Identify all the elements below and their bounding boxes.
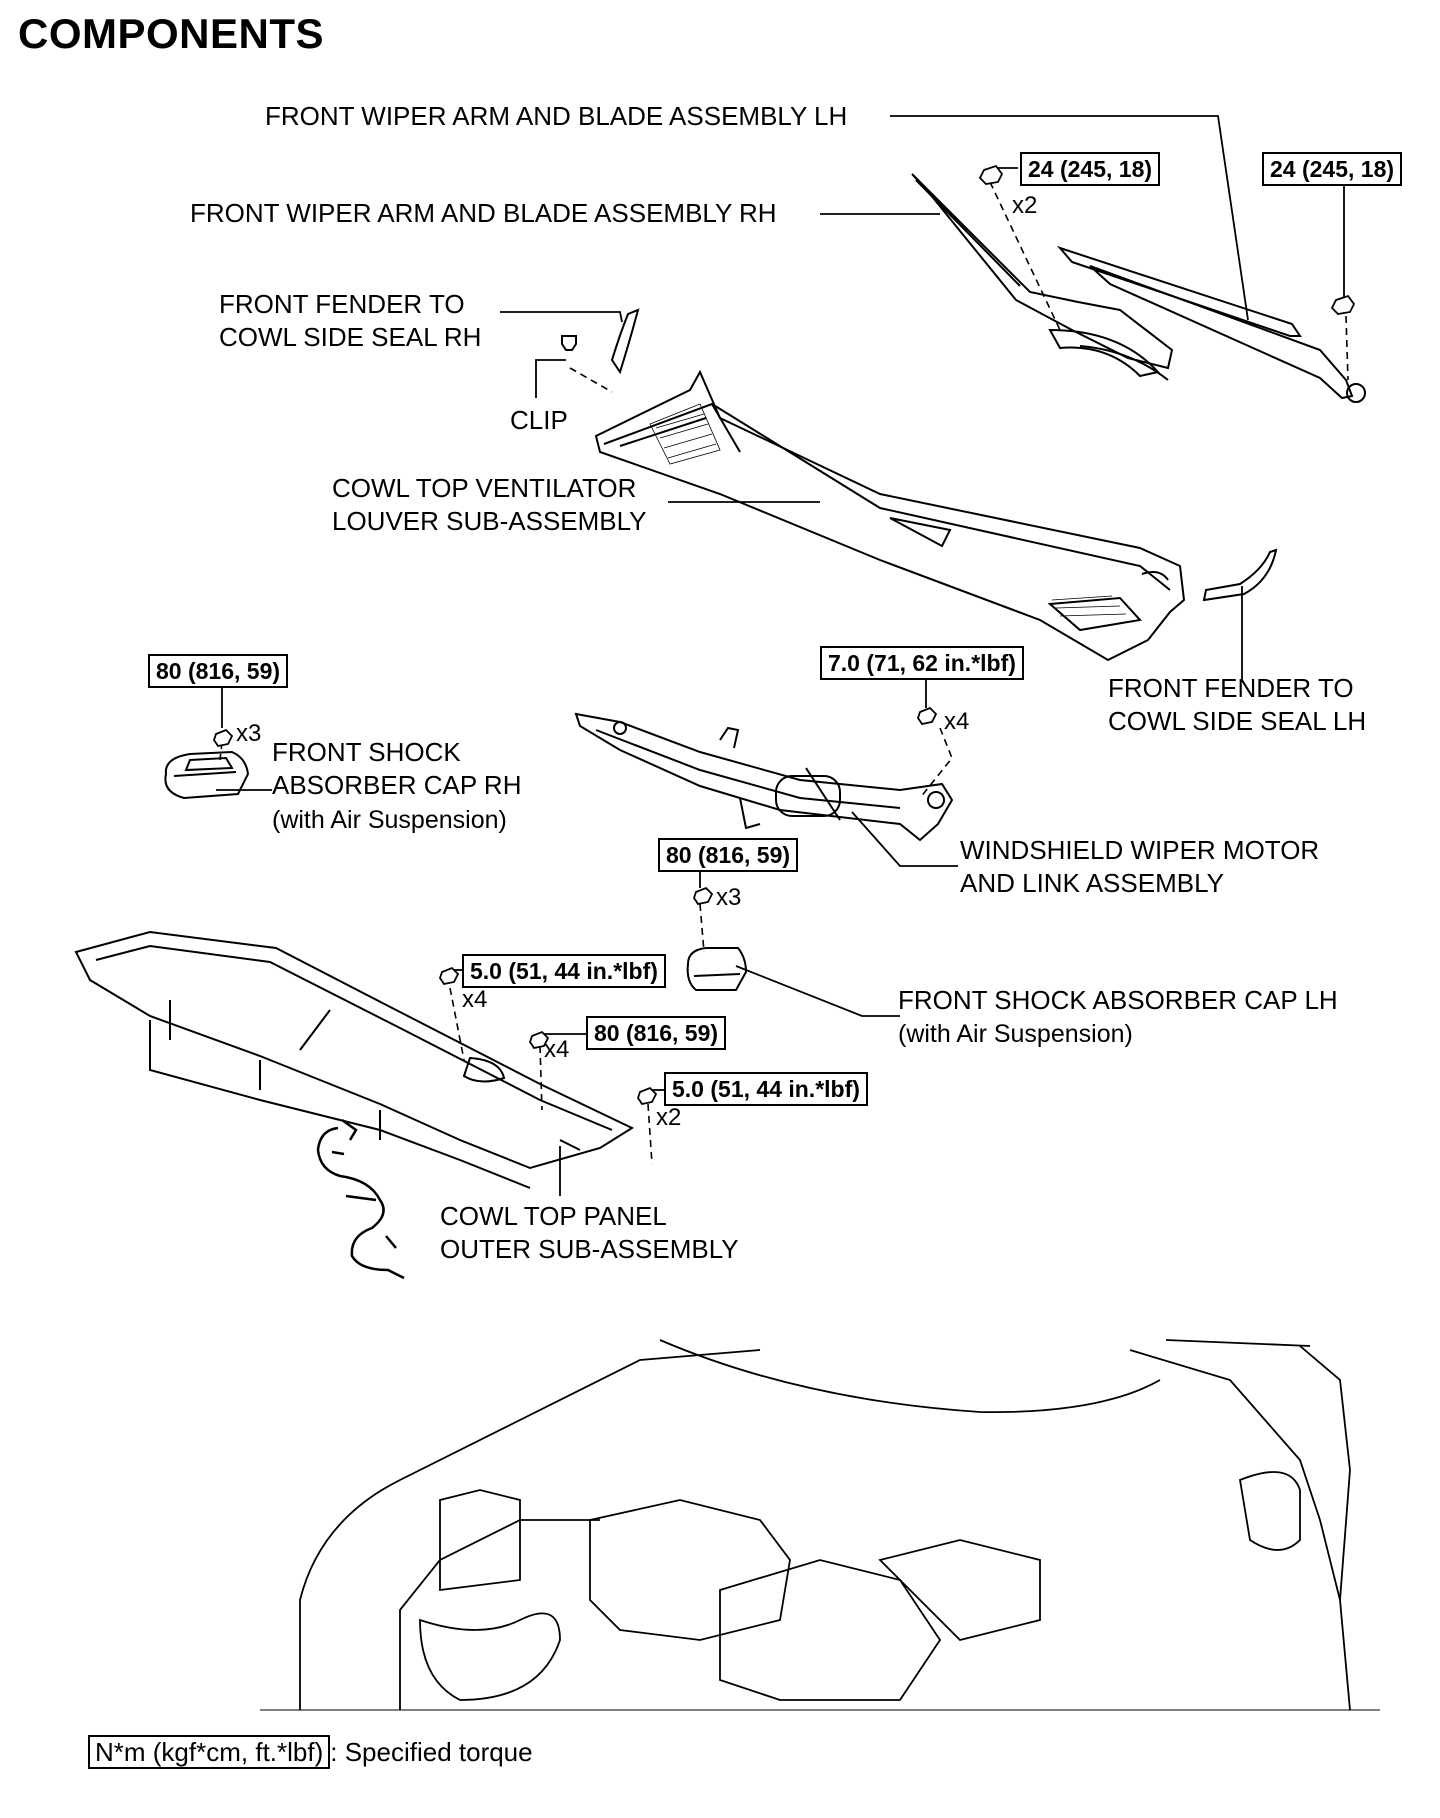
label-motor-line2: AND LINK ASSEMBLY (960, 868, 1224, 898)
cowl-panel (74, 930, 635, 1189)
qty-panel-nut: x4 (544, 1036, 570, 1063)
label-seal-lh-line2: COWL SIDE SEAL LH (1108, 706, 1367, 736)
qty-shock-rh-nut: x3 (236, 720, 262, 747)
label-clip: CLIP (510, 405, 568, 435)
louver-mesh (649, 403, 1127, 617)
wiper-arm-lh (1056, 245, 1366, 403)
label-panel-line1: COWL TOP PANEL (440, 1201, 667, 1231)
torque-panel-bolt-a: 5.0 (51, 44 in.*lbf) (462, 954, 666, 988)
torque-wiper-rh-nut: 24 (245, 18) (1020, 152, 1161, 186)
label-louver-line1: COWL TOP VENTILATOR (332, 473, 637, 503)
torque-shock-lh-nut: 80 (816, 59) (658, 838, 799, 872)
torque-motor-bolt: 7.0 (71, 62 in.*lbf) (820, 646, 1024, 680)
legend-text: : Specified torque (330, 1737, 533, 1767)
shock-cap-lh (686, 947, 748, 991)
fender-seal-lh (1202, 548, 1278, 602)
label-motor-line1: WINDSHIELD WIPER MOTOR (960, 835, 1320, 865)
leader-lines (216, 115, 1345, 1196)
qty-panel-bolt-a: x4 (462, 986, 488, 1013)
fasteners (213, 164, 1356, 1106)
qty-shock-lh-nut: x3 (716, 884, 742, 911)
torque-panel-bolt-b: 5.0 (51, 44 in.*lbf) (664, 1072, 868, 1106)
torque-wiper-lh-nut: 24 (245, 18) (1262, 152, 1403, 186)
torque-shock-rh-nut: 80 (816, 59) (148, 654, 289, 688)
clip-part (561, 335, 577, 351)
label-wiper-lh: FRONT WIPER ARM AND BLADE ASSEMBLY LH (265, 101, 848, 131)
label-seal-rh-line1: FRONT FENDER TO (219, 289, 465, 319)
qty-panel-bolt-b: x2 (656, 1104, 682, 1131)
wiper-arm-rh (911, 173, 1174, 381)
label-shock-rh-line1: FRONT SHOCK (272, 737, 461, 767)
vehicle-location-sketch (260, 1339, 1380, 1711)
shock-cap-rh (164, 750, 250, 800)
legend-unit-box: N*m (kgf*cm, ft.*lbf) (88, 1735, 331, 1769)
label-shock-rh-line3: (with Air Suspension) (272, 806, 507, 834)
torque-panel-nut: 80 (816, 59) (586, 1016, 727, 1050)
qty-motor-bolt: x4 (944, 708, 970, 735)
label-shock-rh-line2: ABSORBER CAP RH (272, 770, 522, 800)
label-wiper-rh: FRONT WIPER ARM AND BLADE ASSEMBLY RH (190, 198, 777, 228)
cowl-louver (594, 369, 1186, 662)
label-seal-rh-line2: COWL SIDE SEAL RH (219, 322, 482, 352)
torque-legend: N*m (kgf*cm, ft.*lbf): Specified torque (88, 1735, 533, 1769)
label-shock-lh-line2: (with Air Suspension) (898, 1020, 1133, 1048)
wiper-motor-link (574, 712, 954, 842)
label-panel-line2: OUTER SUB-ASSEMBLY (440, 1234, 739, 1264)
wire-harness (316, 1118, 405, 1280)
qty-wiper-nut: x2 (1012, 192, 1038, 219)
label-shock-lh-line1: FRONT SHOCK ABSORBER CAP LH (898, 985, 1338, 1015)
page-title: COMPONENTS (18, 10, 325, 57)
fender-seal-rh (610, 308, 640, 375)
label-seal-lh-line1: FRONT FENDER TO (1108, 673, 1354, 703)
label-louver-line2: LOUVER SUB-ASSEMBLY (332, 506, 647, 536)
